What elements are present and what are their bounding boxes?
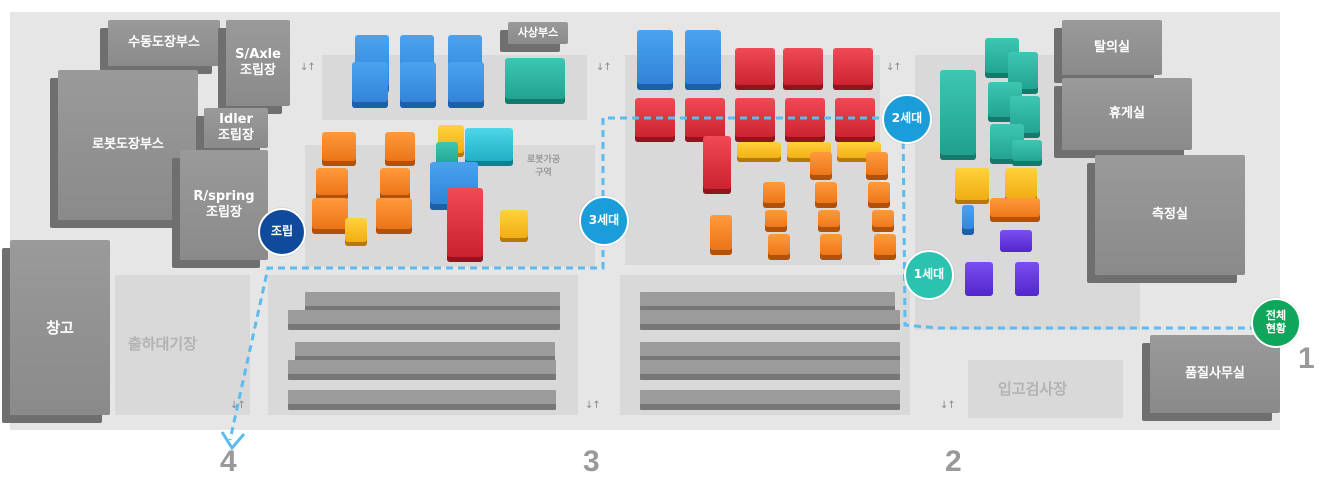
machine-red[interactable] [785, 98, 825, 142]
machine-red[interactable] [735, 48, 775, 90]
machine-orange[interactable] [768, 234, 790, 260]
machine-teal[interactable] [436, 142, 458, 168]
machine-red[interactable] [685, 98, 725, 142]
machine-blue[interactable] [400, 62, 436, 108]
rack [640, 360, 900, 374]
badge-gen3[interactable]: 3세대 [579, 196, 629, 246]
building-idler-assembly[interactable]: Idler 조립장 [204, 108, 268, 148]
area-number-3: 3 [583, 445, 600, 478]
machine-orange[interactable] [710, 215, 732, 255]
machine-red[interactable] [835, 98, 875, 142]
machine-blue[interactable] [448, 62, 484, 108]
receiving-label: 입고검사장 [998, 380, 1068, 398]
robot-arm[interactable] [345, 218, 367, 246]
machine-purple[interactable] [1000, 230, 1032, 252]
machine-red[interactable] [447, 188, 483, 262]
rack [288, 360, 556, 374]
machine-red[interactable] [833, 48, 873, 90]
traffic-arrow: ↓↑ [886, 62, 902, 73]
machine-orange[interactable] [872, 210, 894, 232]
robot-arm[interactable] [500, 210, 528, 242]
building-warehouse[interactable]: 창고 [10, 240, 110, 415]
rack [305, 292, 560, 306]
machine-yellow[interactable] [737, 142, 781, 162]
robot-area-label: 로봇가공 구역 [527, 155, 561, 178]
machine-purple[interactable] [965, 262, 993, 296]
machine-orange[interactable] [316, 168, 348, 200]
building-measurement-room[interactable]: 측정실 [1095, 155, 1245, 275]
traffic-arrow: ↓↑ [230, 400, 246, 411]
machine-orange[interactable] [866, 152, 888, 180]
zone-receiving [968, 360, 1123, 418]
machine-orange[interactable] [990, 198, 1040, 222]
machine-red[interactable] [635, 98, 675, 142]
building-rspring-assembly[interactable]: R/spring 조립장 [180, 150, 268, 260]
machine-orange[interactable] [385, 132, 415, 166]
badge-overall-status[interactable]: 전체 현황 [1251, 298, 1301, 348]
machine-orange[interactable] [820, 234, 842, 260]
machine-orange[interactable] [376, 198, 412, 234]
rack [295, 342, 555, 356]
machine-cyan[interactable] [465, 128, 513, 166]
machine-blue[interactable] [685, 30, 721, 90]
machine-red[interactable] [735, 98, 775, 142]
rack [288, 390, 556, 404]
traffic-arrow: ↓↑ [300, 62, 316, 73]
building-dehumid-room[interactable]: 탈의실 [1062, 20, 1162, 75]
badge-gen2[interactable]: 2세대 [882, 94, 932, 144]
traffic-arrow: ↓↑ [596, 62, 612, 73]
machine-orange[interactable] [818, 210, 840, 232]
machine-shot-blaster[interactable] [505, 58, 565, 104]
machine-blue[interactable] [352, 62, 388, 108]
zone-shipping [115, 275, 250, 415]
shipping-label: 출하대기장 [128, 335, 198, 353]
building-robot-paint-booth[interactable]: 로봇도장부스 [58, 70, 198, 220]
machine-teal[interactable] [940, 70, 976, 160]
machine-red[interactable] [703, 136, 731, 194]
machine-blue[interactable] [962, 205, 974, 235]
building-lounge[interactable]: 휴게실 [1062, 78, 1192, 150]
machine-teal[interactable] [1012, 140, 1042, 166]
machine-red[interactable] [783, 48, 823, 90]
machine-purple[interactable] [1015, 262, 1039, 296]
badge-assembly[interactable]: 조립 [258, 208, 306, 256]
machine-yellow[interactable] [955, 168, 989, 204]
machine-orange[interactable] [763, 182, 785, 208]
machine-orange[interactable] [874, 234, 896, 260]
badge-gen1[interactable]: 1세대 [904, 250, 954, 300]
rack [640, 292, 895, 306]
machine-blue[interactable] [637, 30, 673, 90]
building-manual-paint-booth[interactable]: 수동도장부스 [108, 20, 220, 66]
rack [640, 390, 900, 404]
area-number-1: 1 [1298, 342, 1315, 375]
traffic-arrow: ↓↑ [585, 400, 601, 411]
machine-orange[interactable] [815, 182, 837, 208]
machine-orange[interactable] [810, 152, 832, 180]
rack [288, 310, 560, 324]
area-number-4: 4 [220, 445, 237, 478]
traffic-arrow: ↓↑ [940, 400, 956, 411]
machine-orange[interactable] [312, 198, 348, 234]
building-shot-booth[interactable]: 사상부스 [508, 22, 568, 44]
building-saxle-assembly[interactable]: S/Axle 조립장 [226, 20, 290, 106]
machine-orange[interactable] [765, 210, 787, 232]
machine-yellow[interactable] [1005, 168, 1037, 202]
building-quality-office[interactable]: 품질사무실 [1150, 335, 1280, 413]
machine-orange[interactable] [322, 132, 356, 166]
machine-orange[interactable] [380, 168, 410, 200]
rack [640, 310, 900, 324]
rack [640, 342, 900, 356]
machine-orange[interactable] [868, 182, 890, 208]
area-number-2: 2 [945, 445, 962, 478]
